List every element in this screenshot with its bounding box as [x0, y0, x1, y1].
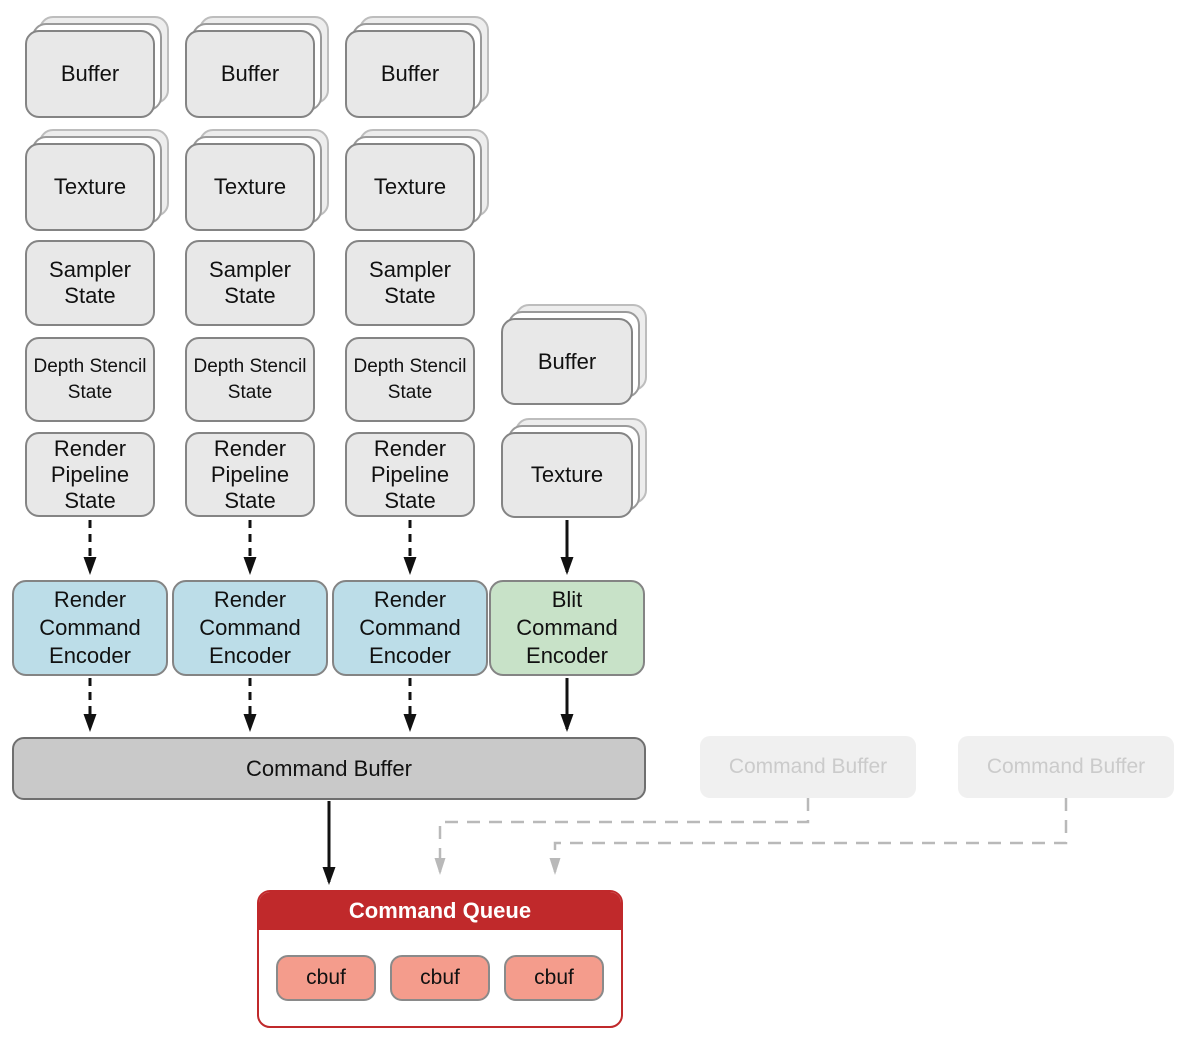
buffer-stack-1: Buffer	[25, 16, 169, 118]
sampler-state-label: Sampler State	[209, 257, 291, 308]
texture-stack-2: Texture	[185, 129, 329, 231]
texture-stack-1: Texture	[25, 129, 169, 231]
texture-box: Texture	[25, 143, 155, 231]
buffer-stack-3: Buffer	[345, 16, 489, 118]
cbuf-box-1: cbuf	[276, 955, 376, 1001]
buffer-label: Buffer	[380, 61, 440, 86]
command-queue-title: Command Queue	[259, 892, 621, 930]
texture-label: Texture	[53, 174, 127, 199]
texture-box: Texture	[185, 143, 315, 231]
command-queue: Command Queue cbuf cbuf cbuf	[257, 890, 623, 1028]
command-queue-body: cbuf cbuf cbuf	[259, 930, 621, 1026]
blit-command-encoder: Blit Command Encoder	[489, 580, 645, 676]
render-pipeline-state-label: Render Pipeline State	[370, 435, 450, 513]
sampler-state-box-1: Sampler State	[25, 240, 155, 326]
sampler-state-label: Sampler State	[49, 257, 131, 308]
depth-stencil-state-label: Depth Stencil State	[33, 355, 147, 403]
render-command-encoder-label: Render Command Encoder	[359, 587, 461, 668]
blit-command-encoder-label: Blit Command Encoder	[516, 587, 618, 668]
pending-command-buffer-label: Command Buffer	[986, 755, 1146, 778]
render-command-encoder-1: Render Command Encoder	[12, 580, 168, 676]
texture-box: Texture	[345, 143, 475, 231]
sampler-state-box-2: Sampler State	[185, 240, 315, 326]
buffer-label: Buffer	[60, 61, 120, 86]
render-pipeline-state-label: Render Pipeline State	[210, 435, 290, 513]
blit-buffer-stack: Buffer	[501, 304, 647, 405]
render-command-encoder-label: Render Command Encoder	[199, 587, 301, 668]
depth-stencil-state-box-2: Depth Stencil State	[185, 337, 315, 422]
buffer-box: Buffer	[185, 30, 315, 118]
arrow-pending-buffer-2-to-queue	[549, 798, 1068, 875]
depth-stencil-state-box-1: Depth Stencil State	[25, 337, 155, 422]
buffer-label: Buffer	[220, 61, 280, 86]
texture-label: Texture	[213, 174, 287, 199]
render-pipeline-state-box-2: Render Pipeline State	[185, 432, 315, 517]
pending-command-buffer-label: Command Buffer	[728, 755, 888, 778]
sampler-state-box-3: Sampler State	[345, 240, 475, 326]
buffer-box: Buffer	[25, 30, 155, 118]
texture-box: Texture	[501, 432, 633, 518]
buffer-label: Buffer	[537, 348, 597, 374]
pending-command-buffer-1: Command Buffer	[700, 736, 916, 798]
depth-stencil-state-label: Depth Stencil State	[353, 355, 467, 403]
render-command-encoder-3: Render Command Encoder	[332, 580, 488, 676]
render-pipeline-state-box-1: Render Pipeline State	[25, 432, 155, 517]
blit-texture-stack: Texture	[501, 418, 647, 518]
texture-label: Texture	[373, 174, 447, 199]
cbuf-box-2: cbuf	[390, 955, 490, 1001]
command-buffer-label: Command Buffer	[246, 755, 412, 781]
texture-label: Texture	[530, 462, 604, 487]
texture-stack-3: Texture	[345, 129, 489, 231]
render-pipeline-state-box-3: Render Pipeline State	[345, 432, 475, 517]
arrow-pending-buffer-1-to-queue	[434, 798, 810, 875]
buffer-box: Buffer	[501, 318, 633, 405]
depth-stencil-state-box-3: Depth Stencil State	[345, 337, 475, 422]
sampler-state-label: Sampler State	[369, 257, 451, 308]
pending-command-buffer-2: Command Buffer	[958, 736, 1174, 798]
buffer-box: Buffer	[345, 30, 475, 118]
render-command-encoder-2: Render Command Encoder	[172, 580, 328, 676]
render-command-encoder-label: Render Command Encoder	[39, 587, 141, 668]
render-pipeline-state-label: Render Pipeline State	[50, 435, 130, 513]
cbuf-box-3: cbuf	[504, 955, 604, 1001]
command-buffer-box: Command Buffer	[12, 737, 646, 800]
depth-stencil-state-label: Depth Stencil State	[193, 355, 307, 403]
buffer-stack-2: Buffer	[185, 16, 329, 118]
